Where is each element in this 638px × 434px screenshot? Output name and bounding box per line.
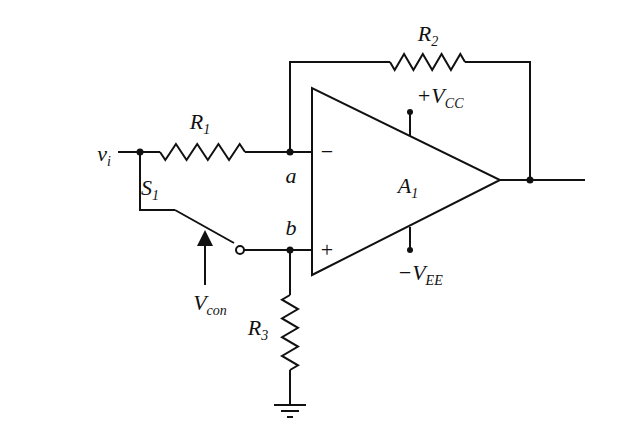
junction-dot xyxy=(137,149,144,156)
opamp-symbol xyxy=(312,88,500,275)
junction-dot xyxy=(527,177,534,184)
resistor-symbol xyxy=(160,144,245,160)
node-label: a xyxy=(286,165,297,187)
wire xyxy=(289,250,291,295)
ground-symbol xyxy=(274,404,306,406)
junction-dot xyxy=(287,149,294,156)
pin-label: + xyxy=(321,239,333,261)
wire xyxy=(244,249,312,251)
wire xyxy=(245,151,312,153)
component-label: A1 xyxy=(398,175,418,201)
supply-pin xyxy=(409,227,411,250)
junction-dot xyxy=(287,247,294,254)
terminal-dot xyxy=(407,247,413,253)
terminal-dot xyxy=(407,109,413,115)
wire xyxy=(500,179,585,181)
ground-symbol xyxy=(281,410,299,412)
control-arrow xyxy=(204,238,206,285)
component-label: R2 xyxy=(418,23,438,49)
node-label: b xyxy=(286,217,297,239)
wire xyxy=(465,62,530,180)
switch-contact xyxy=(236,246,244,254)
supply-pin xyxy=(409,112,411,136)
component-label: R3 xyxy=(248,317,268,343)
resistor-symbol xyxy=(390,54,465,70)
component-label: S1 xyxy=(141,177,159,203)
signal-label: vi xyxy=(97,143,111,169)
resistor-symbol xyxy=(282,295,298,370)
supply-label: −VEE xyxy=(397,262,442,288)
ground-symbol xyxy=(287,416,293,418)
wire xyxy=(140,152,175,210)
wire xyxy=(290,62,390,152)
signal-label: Vcon xyxy=(193,292,227,318)
pin-label: − xyxy=(321,141,333,163)
supply-label: +VCC xyxy=(417,85,464,111)
wire xyxy=(289,370,291,405)
component-label: R1 xyxy=(190,111,210,137)
